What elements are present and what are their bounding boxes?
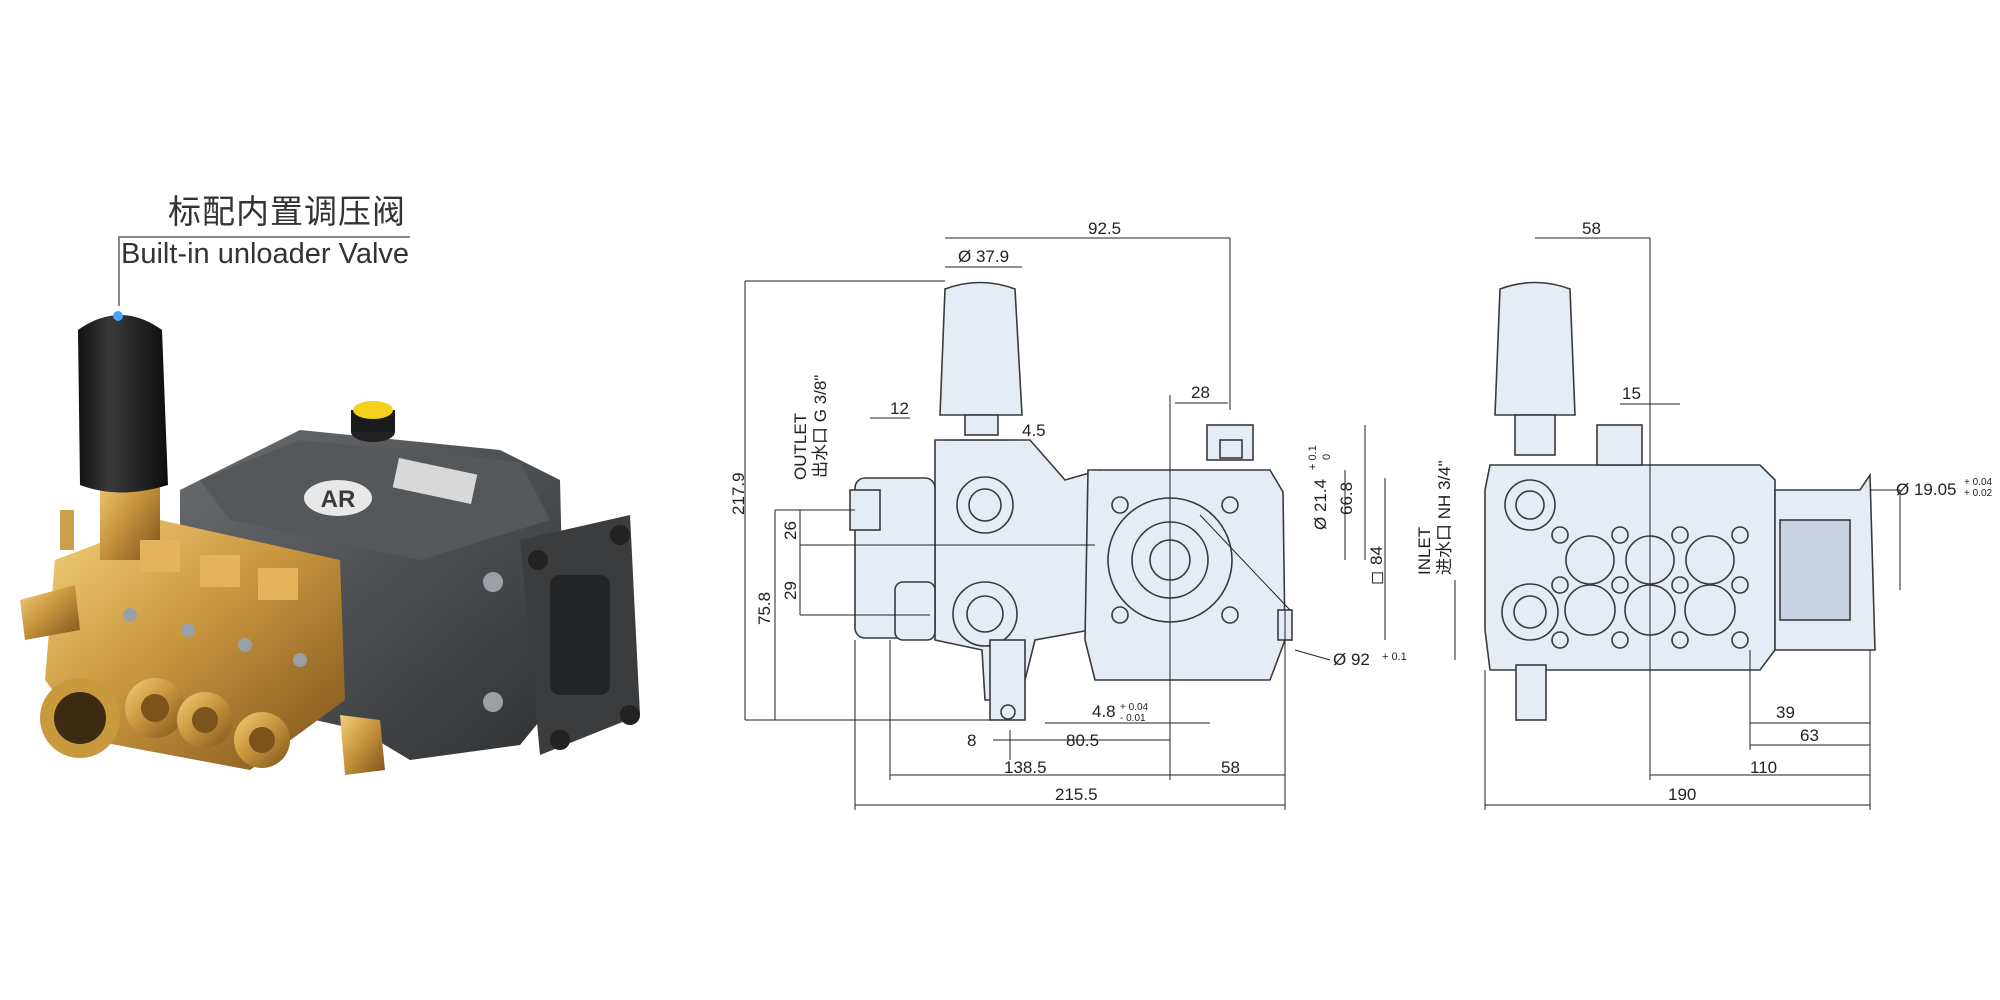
dim-28: 28 [1191, 383, 1210, 402]
dim-12: 12 [890, 399, 909, 418]
brand-logo [304, 480, 372, 516]
dim-217-9: 217.9 [729, 472, 748, 515]
dim-215-5: 215.5 [1055, 785, 1098, 804]
side-view-outline [849, 281, 1293, 721]
dim-80-5: 80.5 [1066, 731, 1099, 750]
pump-photo: AR [20, 311, 640, 775]
dim-29: 29 [781, 581, 800, 600]
dim-4-5: 4.5 [1022, 421, 1046, 440]
dim-4-8: 4.8 [1092, 702, 1116, 721]
inlet-label-en: INLET [1415, 527, 1434, 575]
dim-190: 190 [1668, 785, 1696, 804]
dim-diameter-92: Ø 92 [1333, 650, 1370, 669]
oil-cap [353, 401, 393, 419]
dim-39: 39 [1776, 703, 1795, 722]
valve-title-chinese: 标配内置调压阀 [168, 192, 406, 231]
dim-15: 15 [1622, 384, 1641, 403]
dim-4-8-tol-up: + 0.04 [1120, 702, 1149, 713]
dim-75-8: 75.8 [755, 592, 774, 625]
dim-19-05-tol-dn: + 0.02 [1964, 488, 1993, 499]
dim-84: 84 [1367, 546, 1386, 565]
spec-label [392, 458, 478, 504]
callout-underline [118, 236, 410, 238]
inlet-label-cn: 进水口 NH 3/4" [1435, 460, 1454, 575]
dim-92-tol: + 0.1 [1382, 651, 1407, 663]
outlet-label-en: OUTLET [791, 413, 810, 480]
outlet-label-cn: 出水口 G 3/8" [811, 375, 830, 478]
dim-110: 110 [1750, 758, 1777, 777]
dim-58-rear: 58 [1582, 219, 1601, 238]
dim-66-8: 66.8 [1337, 482, 1356, 515]
callout-leader [118, 236, 120, 306]
dim-19-05-tol-up: + 0.04 [1964, 477, 1993, 488]
dim-138-5: 138.5 [1004, 758, 1047, 777]
brand-logo-text: AR [321, 486, 356, 513]
dim-4-8-tol-dn: - 0.01 [1120, 713, 1146, 724]
dim-26: 26 [781, 521, 800, 540]
dim-8: 8 [967, 731, 976, 750]
rear-flange-opening [550, 575, 610, 695]
dim-diameter-21-4: Ø 21.4 [1311, 479, 1330, 530]
dim-diameter-37-9: Ø 37.9 [958, 247, 1009, 266]
dim-92-5: 92.5 [1088, 219, 1121, 238]
valve-title-english: Built-in unloader Valve [121, 238, 410, 270]
dim-84-symbol: ◻ [1367, 571, 1386, 585]
rear-view-outline [1484, 281, 1876, 721]
unloader-knob [78, 315, 168, 493]
dim-diameter-19-05: Ø 19.05 [1896, 480, 1957, 499]
knob-indicator [113, 311, 123, 321]
side-view-dimension-lines [744, 237, 1386, 810]
crankcase-top [200, 440, 550, 560]
dim-58-side: 58 [1221, 758, 1240, 777]
dim-21-4-tol-dn: 0 [1321, 454, 1333, 460]
rear-view-dimension-lines [1454, 237, 1901, 810]
dim-63: 63 [1800, 726, 1819, 745]
dim-21-4-tol-up: + 0.1 [1307, 445, 1319, 470]
